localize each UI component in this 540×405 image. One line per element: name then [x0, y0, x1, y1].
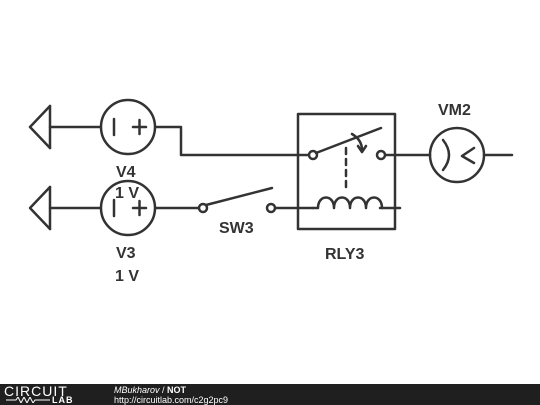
reference-arrow-top [28, 104, 52, 150]
author-name[interactable]: MBukharov [114, 385, 160, 395]
switch-sw3[interactable] [197, 186, 277, 214]
logo-resistor-icon [6, 397, 50, 403]
v4-name-label: V4 [116, 164, 136, 181]
v3-name-label: V3 [116, 245, 136, 262]
relay-rly3[interactable] [296, 112, 397, 231]
circuit-title[interactable]: NOT [167, 385, 187, 395]
wires [48, 125, 514, 210]
voltmeter-vm2[interactable] [428, 126, 486, 184]
meta-separator: / [159, 385, 168, 395]
logo-text-top: CIRCUIT [4, 383, 68, 399]
v3-value-label: 1 V [115, 268, 139, 285]
circuit-meta: MBukharov / NOT http://circuitlab.com/c2… [114, 385, 228, 405]
rly3-name-label: RLY3 [325, 246, 365, 263]
footer-bar: CIRCUIT LAB MBukharov / NOT http://circu… [0, 383, 540, 405]
v4-value-label: 1 V [115, 185, 139, 202]
vm2-name-label: VM2 [438, 102, 471, 119]
reference-arrow-bottom [28, 185, 52, 231]
voltage-source-v3[interactable] [99, 179, 157, 237]
circuit-url[interactable]: http://circuitlab.com/c2g2pc9 [114, 395, 229, 405]
sw3-name-label: SW3 [219, 220, 254, 237]
voltage-source-v4[interactable] [99, 98, 157, 156]
circuitlab-logo[interactable]: CIRCUIT LAB [4, 383, 96, 405]
schematic: V4 1 V V3 1 V SW3 RLY3 VM2 [28, 98, 514, 285]
logo-text-bottom: LAB [52, 395, 74, 405]
